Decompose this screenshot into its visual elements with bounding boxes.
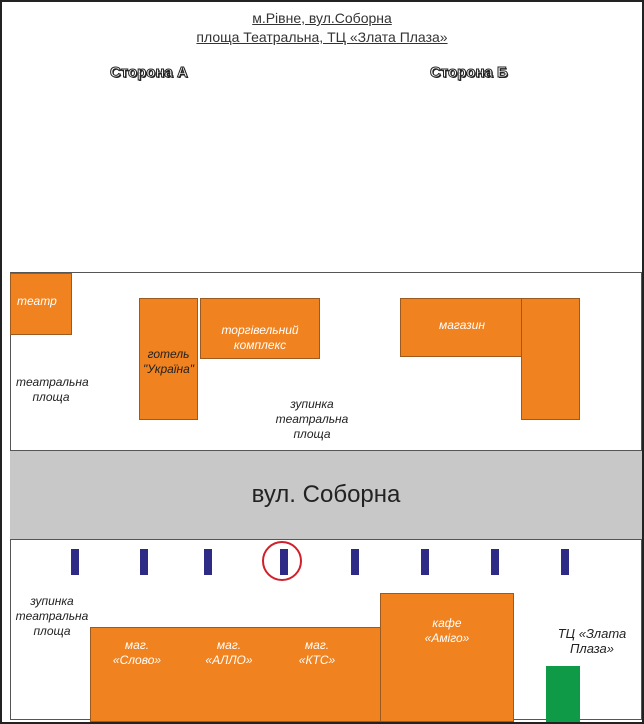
- street-label: вул. Соборна: [251, 481, 401, 508]
- label-line: «Аміго»: [424, 631, 470, 645]
- shop-kts-label: маг. «КТС»: [282, 638, 352, 668]
- label-line: «КТС»: [298, 653, 336, 667]
- side-a-label: Сторона А: [110, 64, 189, 82]
- label-line: торгівельний: [221, 323, 299, 337]
- label-line: маг.: [124, 638, 150, 652]
- label-line: зупинка: [290, 397, 334, 411]
- north-stop-label: зупинка театральна площа: [267, 397, 357, 442]
- billboard: [421, 549, 429, 575]
- label-line: кафе: [432, 616, 462, 630]
- title-line-1: м.Рівне, вул.Соборна: [252, 10, 392, 26]
- hotel-building: готель "Україна": [139, 298, 198, 420]
- shop-building: магазин: [400, 298, 524, 357]
- highlight-circle: [262, 541, 302, 581]
- billboard: [351, 549, 359, 575]
- label-line: театральна: [275, 412, 349, 426]
- label-line: комплекс: [233, 338, 287, 352]
- building-corner: [521, 298, 580, 420]
- label-line: театральна: [16, 375, 89, 389]
- shop-slovo-label: маг. «Слово»: [102, 638, 172, 668]
- mall-building: торгівельний комплекс: [200, 298, 320, 359]
- label-line: готель: [147, 347, 190, 361]
- mall-label: торгівельний комплекс: [201, 299, 319, 353]
- label-line: площа: [293, 427, 331, 441]
- tc-entrance-marker: [546, 666, 580, 722]
- label-line: площа: [32, 390, 70, 404]
- label-line: театральна: [15, 609, 89, 623]
- billboard: [71, 549, 79, 575]
- hotel-label: готель "Україна": [140, 299, 197, 377]
- cafe-label: кафе «Аміго»: [381, 594, 513, 646]
- theatre-label: театр: [17, 294, 57, 308]
- label-line: зупинка: [30, 594, 74, 608]
- label-line: маг.: [304, 638, 330, 652]
- billboard: [140, 549, 148, 575]
- shop-allo-label: маг. «АЛЛО»: [194, 638, 264, 668]
- label-line: маг.: [216, 638, 242, 652]
- label-line: ТЦ «Злата: [557, 626, 627, 641]
- side-b-label: Сторона Б: [430, 64, 509, 82]
- theatre-square-label: театральна площа: [16, 375, 89, 405]
- shop-label: магазин: [439, 318, 485, 332]
- south-stop-label: зупинка театральна площа: [12, 594, 92, 639]
- label-line: "Україна": [142, 362, 194, 376]
- tc-label: ТЦ «Злата Плаза»: [552, 626, 632, 656]
- label-line: Плаза»: [569, 641, 615, 656]
- title-line-2: площа Театральна, ТЦ «Злата Плаза»: [196, 29, 448, 45]
- cafe-building: кафе «Аміго»: [380, 593, 514, 722]
- billboard: [204, 549, 212, 575]
- label-line: «Слово»: [112, 653, 162, 667]
- label-line: площа: [33, 624, 71, 638]
- theatre-building: театр: [10, 273, 72, 335]
- street: вул. Соборна: [10, 450, 642, 540]
- label-line: «АЛЛО»: [205, 653, 253, 667]
- billboard: [561, 549, 569, 575]
- billboard: [491, 549, 499, 575]
